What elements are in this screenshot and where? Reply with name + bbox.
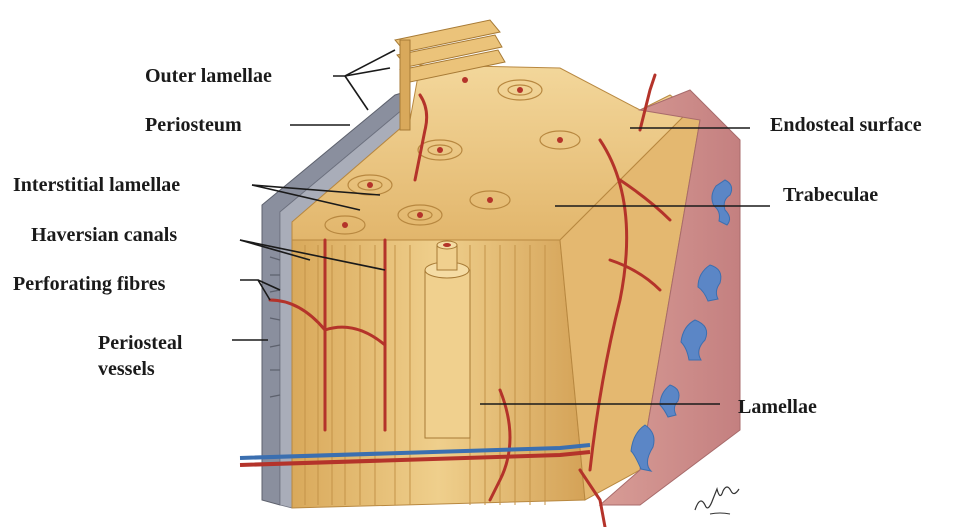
label-outer-lamellae: Outer lamellae — [145, 65, 272, 87]
artist-signature — [690, 480, 750, 520]
label-perforating-fibres: Perforating fibres — [13, 273, 165, 295]
label-periosteum: Periosteum — [145, 114, 242, 136]
label-haversian-canals: Haversian canals — [31, 224, 177, 246]
label-periosteal-vessels-line2: vessels — [98, 356, 182, 382]
label-periosteal-vessels-line1: Periosteal — [98, 330, 182, 356]
label-periosteal-vessels: Periosteal vessels — [98, 330, 182, 382]
label-trabeculae: Trabeculae — [783, 184, 878, 206]
haversian-system-cylinder — [425, 241, 470, 438]
label-endosteal-surface: Endosteal surface — [770, 114, 922, 136]
label-lamellae: Lamellae — [738, 396, 817, 418]
label-interstitial-lamellae: Interstitial lamellae — [13, 174, 180, 196]
